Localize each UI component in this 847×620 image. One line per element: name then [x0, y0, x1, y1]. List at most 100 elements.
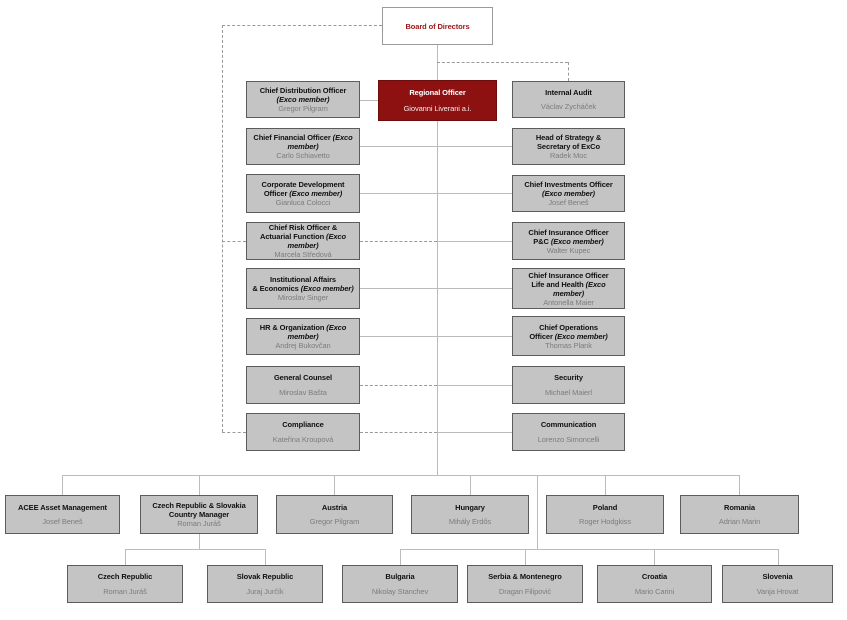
- node-czech-republic: Czech Republic Roman Juráš: [67, 565, 183, 603]
- node-title-line: Chief Insurance Officer Life and Health …: [515, 271, 622, 298]
- connector-dashed: [222, 241, 246, 242]
- node-title: Hungary: [455, 502, 485, 512]
- node-person-name: Marcela Středová: [274, 250, 332, 259]
- connector: [537, 475, 538, 549]
- connector: [437, 146, 512, 147]
- node-chief-distribution-officer: Chief Distribution Officer (Exco member)…: [246, 81, 360, 118]
- node-title: Chief Distribution Officer: [259, 86, 347, 95]
- node-title-line: Czech Republic: [97, 572, 153, 582]
- connector: [334, 475, 335, 496]
- connector: [360, 288, 437, 289]
- node-title-line: HR & Organization (Exco member): [249, 323, 357, 341]
- node-person-name: Adrian Marin: [718, 517, 761, 527]
- node-exco: (Exco member): [287, 133, 353, 151]
- connector: [654, 549, 655, 565]
- node-title-line: Internal Audit: [545, 88, 592, 97]
- node-person-name: Vanja Hrovat: [756, 586, 799, 596]
- node-title: Chief Financial Officer: [253, 133, 331, 142]
- node-exco: (Exco member): [276, 95, 330, 104]
- node-title: Chief Operations Officer: [529, 322, 598, 341]
- node-title-line: Poland: [593, 503, 618, 512]
- node-title-line: Chief Financial Officer (Exco member): [249, 133, 357, 151]
- node-title-line: Hungary: [455, 503, 485, 512]
- connector-dashed: [568, 62, 569, 81]
- node-title-line: Regional Officer: [409, 88, 465, 97]
- connector: [437, 193, 512, 194]
- node-title: Austria: [321, 502, 348, 512]
- node-exco: (Exco member): [300, 284, 354, 293]
- node-exco: (Exco member): [550, 236, 604, 246]
- node-exco: (Exco member): [287, 232, 347, 250]
- node-title: HR & Organization: [259, 323, 325, 332]
- node-title: Chief Risk Officer & Actuarial Function: [260, 223, 338, 241]
- node-title-line: Chief Distribution Officer (Exco member): [249, 86, 357, 104]
- connector: [778, 549, 779, 565]
- node-corporate-development-officer: Corporate Development Officer (Exco memb…: [246, 174, 360, 213]
- node-czech-slovakia-country-manager: Czech Republic & Slovakia Country Manage…: [140, 495, 258, 534]
- connector-dashed: [360, 241, 437, 242]
- node-title-line: Romania: [724, 503, 755, 512]
- node-title-line: Institutional Affairs & Economics (Exco …: [252, 275, 353, 293]
- connector: [470, 475, 471, 496]
- node-title: Security: [554, 373, 583, 383]
- node-title-line: Security: [554, 373, 583, 382]
- node-person-name: Gianluca Colocci: [275, 198, 331, 207]
- node-person-name: Kateřina Kroupová: [272, 434, 334, 444]
- node-title: Chief Insurance Officer P&C: [528, 227, 609, 246]
- node-person-name: Roger Hodgkiss: [579, 517, 631, 527]
- node-title: ACEE Asset Management: [18, 502, 107, 512]
- node-person-name: Miroslav Singer: [277, 293, 329, 302]
- connector: [400, 549, 401, 565]
- node-title: Board of Directors: [405, 21, 470, 31]
- node-chief-financial-officer: Chief Financial Officer (Exco member) Ca…: [246, 128, 360, 165]
- node-chief-investments-officer: Chief Investments Officer (Exco member) …: [512, 175, 625, 212]
- node-title: Croatia: [641, 572, 668, 582]
- node-person-name: Thomas Plank: [545, 340, 592, 350]
- node-title: Communication: [540, 420, 597, 430]
- node-exco: (Exco member): [287, 323, 347, 341]
- node-hr-organization: HR & Organization (Exco member) Andrej B…: [246, 318, 360, 355]
- connector: [199, 534, 200, 549]
- node-title: Compliance: [282, 420, 324, 430]
- connector: [360, 336, 437, 337]
- node-title-line: General Counsel: [274, 373, 332, 382]
- node-person-name: Roman Juráš: [177, 519, 221, 528]
- node-austria: Austria Gregor Pilgram: [276, 495, 393, 534]
- node-slovenia: Slovenia Vanja Hrovat: [722, 565, 833, 603]
- node-title-line: Board of Directors: [405, 22, 469, 31]
- node-exco: (Exco member): [542, 189, 595, 198]
- node-title-line: Chief Insurance Officer P&C (Exco member…: [528, 228, 608, 246]
- node-title: Czech Republic: [97, 572, 153, 582]
- node-internal-audit: Internal Audit Václav Zycháček: [512, 81, 625, 118]
- node-chief-insurance-officer-pc: Chief Insurance Officer P&C (Exco member…: [512, 222, 625, 260]
- node-title: Chief Investments Officer: [524, 180, 613, 189]
- node-title-line: Compliance: [282, 420, 324, 429]
- node-person-name: Václav Zycháček: [540, 102, 597, 111]
- connector: [199, 475, 200, 496]
- node-title: Regional Officer: [409, 88, 466, 98]
- node-person-name: Mihály Erdős: [448, 517, 492, 527]
- node-person-name: Josef Beneš: [42, 517, 83, 527]
- node-person-name: Josef Beneš: [548, 198, 589, 207]
- node-communication: Communication Lorenzo Simoncelli: [512, 413, 625, 451]
- node-title: Internal Audit: [545, 88, 592, 97]
- connector: [739, 475, 740, 496]
- node-title: Romania: [724, 502, 755, 512]
- node-person-name: Andrej Bukovčan: [275, 341, 331, 350]
- node-serbia-montenegro: Serbia & Montenegro Dragan Filipović: [467, 565, 583, 603]
- connector: [525, 549, 526, 565]
- node-title-line: Croatia: [642, 572, 667, 581]
- node-title-line: Chief Investments Officer (Exco member): [515, 180, 622, 198]
- node-title-line: ACEE Asset Management: [18, 503, 107, 512]
- node-slovak-republic: Slovak Republic Juraj Jurčík: [207, 565, 323, 603]
- connector: [605, 475, 606, 496]
- connector-dashed: [360, 385, 437, 386]
- connector-dashed: [360, 432, 437, 433]
- node-title-line: Serbia & Montenegro: [488, 572, 562, 581]
- node-person-name: Walter Kupec: [546, 245, 591, 255]
- connector: [360, 100, 378, 101]
- node-title: Serbia & Montenegro: [488, 572, 562, 582]
- node-title: Slovak Republic: [236, 572, 294, 582]
- node-title-line: Head of Strategy & Secretary of ExCo: [536, 133, 601, 151]
